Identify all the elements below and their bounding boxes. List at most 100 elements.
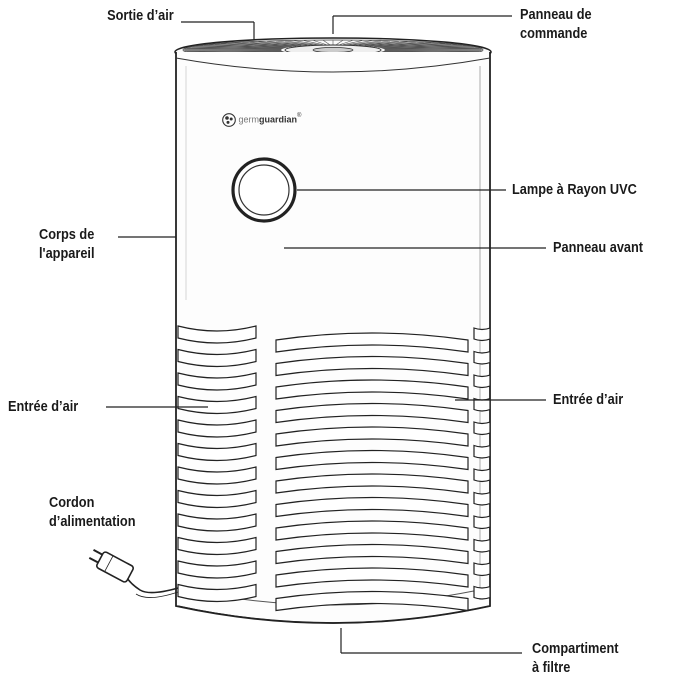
vent-slot-right: [275, 496, 469, 518]
grille-slot: [186, 47, 283, 50]
grille-slot: [355, 41, 399, 46]
brand-logo: germguardian®: [222, 113, 301, 127]
vent-slot-right: [275, 332, 469, 353]
grille-slot: [384, 48, 481, 50]
vent-slot-left: [177, 489, 257, 509]
brand-suffix: ®: [297, 113, 302, 119]
label-uvc-lamp-text: Lampe à Rayon UVC: [512, 182, 637, 198]
grille-slot: [285, 40, 317, 46]
label-uvc-lamp: Lampe à Rayon UVC: [512, 181, 637, 200]
grille-slot: [383, 50, 480, 53]
grille-slot: [376, 44, 457, 48]
grille-slot: [380, 46, 471, 49]
grille-slot: [242, 42, 302, 46]
label-filter-compartment: Compartiment à filtre: [532, 640, 619, 678]
grille-slot: [185, 48, 282, 50]
vent-slot-left: [177, 583, 257, 603]
grille-slot: [209, 44, 290, 48]
label-body-line1: Corps de: [39, 227, 95, 243]
grille-slot: [336, 40, 343, 45]
grille-slot: [185, 50, 282, 52]
grille-slot: [303, 40, 323, 45]
vent-slot-right: [275, 590, 469, 612]
label-control-panel: Panneau de commande: [520, 6, 592, 44]
vent-slot-left: [177, 325, 257, 344]
vent-slot-left: [177, 513, 257, 532]
grille-slot: [275, 40, 314, 46]
grille-slot: [379, 45, 467, 48]
vent-slot-edge: [473, 444, 490, 459]
vent-slot-right: [275, 379, 469, 400]
vent-slot-edge: [473, 585, 490, 600]
vent-slot-edge: [473, 374, 490, 389]
label-body: Corps de l'appareil: [39, 226, 95, 264]
vent-slot-right: [275, 355, 469, 377]
vent-slot-edge: [473, 468, 490, 483]
grille-slot: [372, 43, 446, 47]
label-filter-compartment-line1: Compartiment: [532, 641, 619, 657]
power-plug: [88, 549, 134, 583]
vent-slot-edge: [473, 491, 490, 506]
brand-name: guardian: [259, 114, 298, 125]
label-front-panel-text: Panneau avant: [553, 240, 644, 256]
grille-slot: [358, 41, 408, 46]
vent-slot-edge: [473, 562, 490, 577]
grille-slot: [382, 46, 475, 49]
vent-slot-edge: [473, 350, 490, 365]
label-air-outlet: Sortie d’air: [107, 7, 174, 26]
grille-slot: [384, 50, 481, 52]
grille-slot: [191, 46, 284, 49]
vent-slot-right: [275, 473, 469, 494]
label-control-panel-line1: Panneau de: [520, 7, 592, 23]
vent-slot-left: [177, 536, 257, 556]
grille-slot: [313, 40, 327, 45]
vent-slot-edge: [473, 515, 490, 530]
label-filter-compartment-line2: à filtre: [532, 660, 571, 676]
vent-slot-right: [275, 402, 469, 424]
grille-slot: [323, 40, 330, 45]
vent-slot-edge: [473, 327, 490, 342]
label-power-cord-line1: Cordon: [49, 495, 95, 511]
grille-slot: [343, 40, 363, 45]
grille-slot: [349, 40, 381, 46]
germguardian-logo-icon: [222, 113, 236, 127]
grille-slot: [369, 42, 439, 47]
grille-slot: [361, 41, 416, 46]
grille-slot: [346, 40, 372, 46]
brand-prefix: germ: [238, 114, 260, 125]
label-body-line2: l'appareil: [39, 246, 95, 262]
label-air-inlet-left: Entrée d’air: [8, 398, 78, 417]
label-air-outlet-text: Sortie d’air: [107, 8, 174, 24]
vent-slot-left: [177, 372, 257, 391]
vent-slot-left: [177, 466, 257, 485]
vent-slot-right: [275, 543, 469, 565]
label-air-inlet-right: Entrée d’air: [553, 391, 623, 410]
vent-slot-left: [177, 560, 257, 579]
vent-slot-left: [177, 419, 257, 438]
uvc-lamp-window: [231, 157, 297, 223]
grille-slot: [377, 44, 463, 48]
label-power-cord-line2: d’alimentation: [49, 514, 136, 530]
grille-slot: [383, 47, 480, 50]
grille-slot: [364, 42, 424, 46]
grille-slot: [234, 42, 299, 47]
grille-slot: [220, 43, 294, 47]
label-front-panel: Panneau avant: [553, 239, 643, 258]
grille-slot: [189, 47, 283, 49]
grille-slot: [294, 40, 320, 46]
grille-slot: [352, 40, 391, 46]
vent-slot-left: [177, 348, 257, 368]
vent-slot-right: [275, 520, 469, 541]
grille-slot: [250, 41, 305, 46]
grille-slot: [339, 40, 353, 45]
grille-slot: [195, 46, 286, 49]
grille-slot: [383, 47, 477, 49]
air-inlet-vents: [177, 325, 490, 612]
vent-slot-left: [177, 395, 257, 415]
vent-slot-right: [275, 426, 469, 447]
vent-slot-left: [177, 442, 257, 462]
grille-slot: [227, 42, 297, 47]
label-air-inlet-right-text: Entrée d’air: [553, 392, 624, 408]
vent-slot-right: [275, 449, 469, 471]
